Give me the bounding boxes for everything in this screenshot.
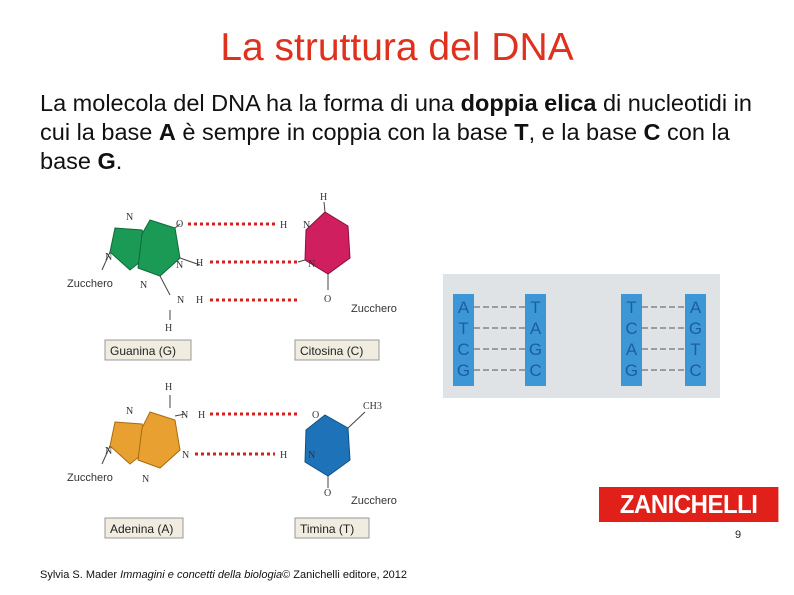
strand-base-letter: G	[689, 319, 702, 338]
label-box	[104, 517, 184, 539]
base-pair-figure: N N O N N N H H H Zucchero H N H N O Zuc…	[67, 192, 397, 539]
strand-base-letter: T	[626, 298, 636, 317]
atom-label: H	[165, 382, 172, 393]
page-number: 9	[735, 529, 742, 541]
strand-base-letter: A	[626, 340, 638, 359]
credit-rest: © Zanichelli editore, 2012	[282, 569, 408, 581]
cytosine-label: Citosina (C)	[300, 344, 363, 358]
strand-base-letter: C	[689, 361, 701, 380]
guanine-molecule: N N O N N N H H H	[101, 212, 203, 334]
label-box	[294, 339, 380, 361]
strand-base-letter: A	[690, 298, 702, 317]
body-text-part: La molecola del DNA ha la forma di una	[40, 90, 461, 116]
atom-label: O	[312, 410, 319, 421]
slide-body-text: La molecola del DNA ha la forma di una d…	[40, 89, 780, 176]
thymine-label: Timina (T)	[300, 522, 354, 536]
atom-label: N	[182, 450, 189, 461]
atom-label: N	[105, 446, 112, 457]
publisher-logo: ZANICHELLI	[599, 487, 779, 522]
strand-base-letter: C	[625, 319, 637, 338]
body-text-bold: C	[643, 119, 661, 145]
strand-base-letter: T	[458, 319, 468, 338]
strand-base-letter: C	[457, 340, 469, 359]
sugar-label: Zucchero	[351, 495, 397, 507]
strand-base-letter: G	[529, 340, 542, 359]
atom-label: N	[308, 259, 315, 270]
atom-label: N	[308, 450, 315, 461]
atom-label: H	[280, 220, 287, 231]
atom-label: H	[320, 192, 327, 203]
atom-label: N	[303, 220, 310, 231]
sugar-label: Zucchero	[67, 278, 113, 290]
body-text-bold: A	[158, 119, 176, 145]
strand-base-letter: T	[530, 298, 540, 317]
body-text-bold: doppia elica	[460, 90, 597, 116]
strand-base-letter: G	[457, 361, 470, 380]
body-text-part: con la base	[40, 119, 730, 174]
strand-backbone	[525, 294, 546, 386]
strand-base-letter: A	[458, 298, 470, 317]
atom-label: N	[177, 295, 184, 306]
body-text-bold: G	[97, 148, 116, 174]
atom-label: N	[142, 474, 149, 485]
atom-label: O	[324, 294, 331, 305]
atom-label: H	[280, 450, 287, 461]
atom-label: H	[165, 323, 172, 334]
body-text-part: di nucleotidi in cui la base	[40, 90, 752, 145]
atom-label: O	[324, 488, 331, 499]
credit-book: Immagini e concetti della biologia	[120, 569, 283, 581]
strand-backbone	[685, 294, 706, 386]
atom-label: H	[196, 295, 203, 306]
body-text-bold: T	[514, 119, 529, 145]
cytosine-molecule: H N H N O	[280, 192, 351, 305]
strand-base-letter: T	[690, 340, 700, 359]
body-text-part: è sempre in coppia con la base	[175, 119, 515, 145]
strand-backbone	[621, 294, 642, 386]
adenine-molecule: H N H N N N N	[101, 382, 205, 485]
adenine-label: Adenina (A)	[110, 522, 173, 536]
strand-backbone	[453, 294, 474, 386]
label-box	[294, 517, 370, 539]
atom-label: N	[176, 260, 183, 271]
slide-title: La struttura del DNA	[220, 26, 574, 69]
credit-author: Sylvia S. Mader	[40, 569, 121, 581]
sugar-label: Zucchero	[351, 303, 397, 315]
atom-label: O	[176, 219, 183, 230]
atom-label: H	[198, 410, 205, 421]
atom-label: N	[105, 252, 112, 263]
atom-label: N	[126, 406, 133, 417]
strand-base-letter: A	[530, 319, 542, 338]
atom-label: H	[196, 258, 203, 269]
atom-label: N	[126, 212, 133, 223]
sugar-label: Zucchero	[67, 472, 113, 484]
strand-base-letter: G	[625, 361, 638, 380]
atom-label: CH3	[363, 401, 382, 412]
strand-base-letter: C	[529, 361, 541, 380]
body-text-part: .	[115, 148, 123, 174]
body-text-part: , e la base	[528, 119, 644, 145]
hydrogen-bonds-at	[195, 412, 300, 456]
atom-label: N	[181, 410, 188, 421]
hydrogen-bonds-gc	[188, 222, 300, 302]
guanine-label: Guanina (G)	[110, 344, 176, 358]
image-credit: Sylvia S. Mader Immagini e concetti dell…	[40, 569, 407, 581]
thymine-molecule: O CH3 N H O	[280, 401, 382, 499]
atom-label: N	[140, 280, 147, 291]
label-box	[104, 339, 192, 361]
